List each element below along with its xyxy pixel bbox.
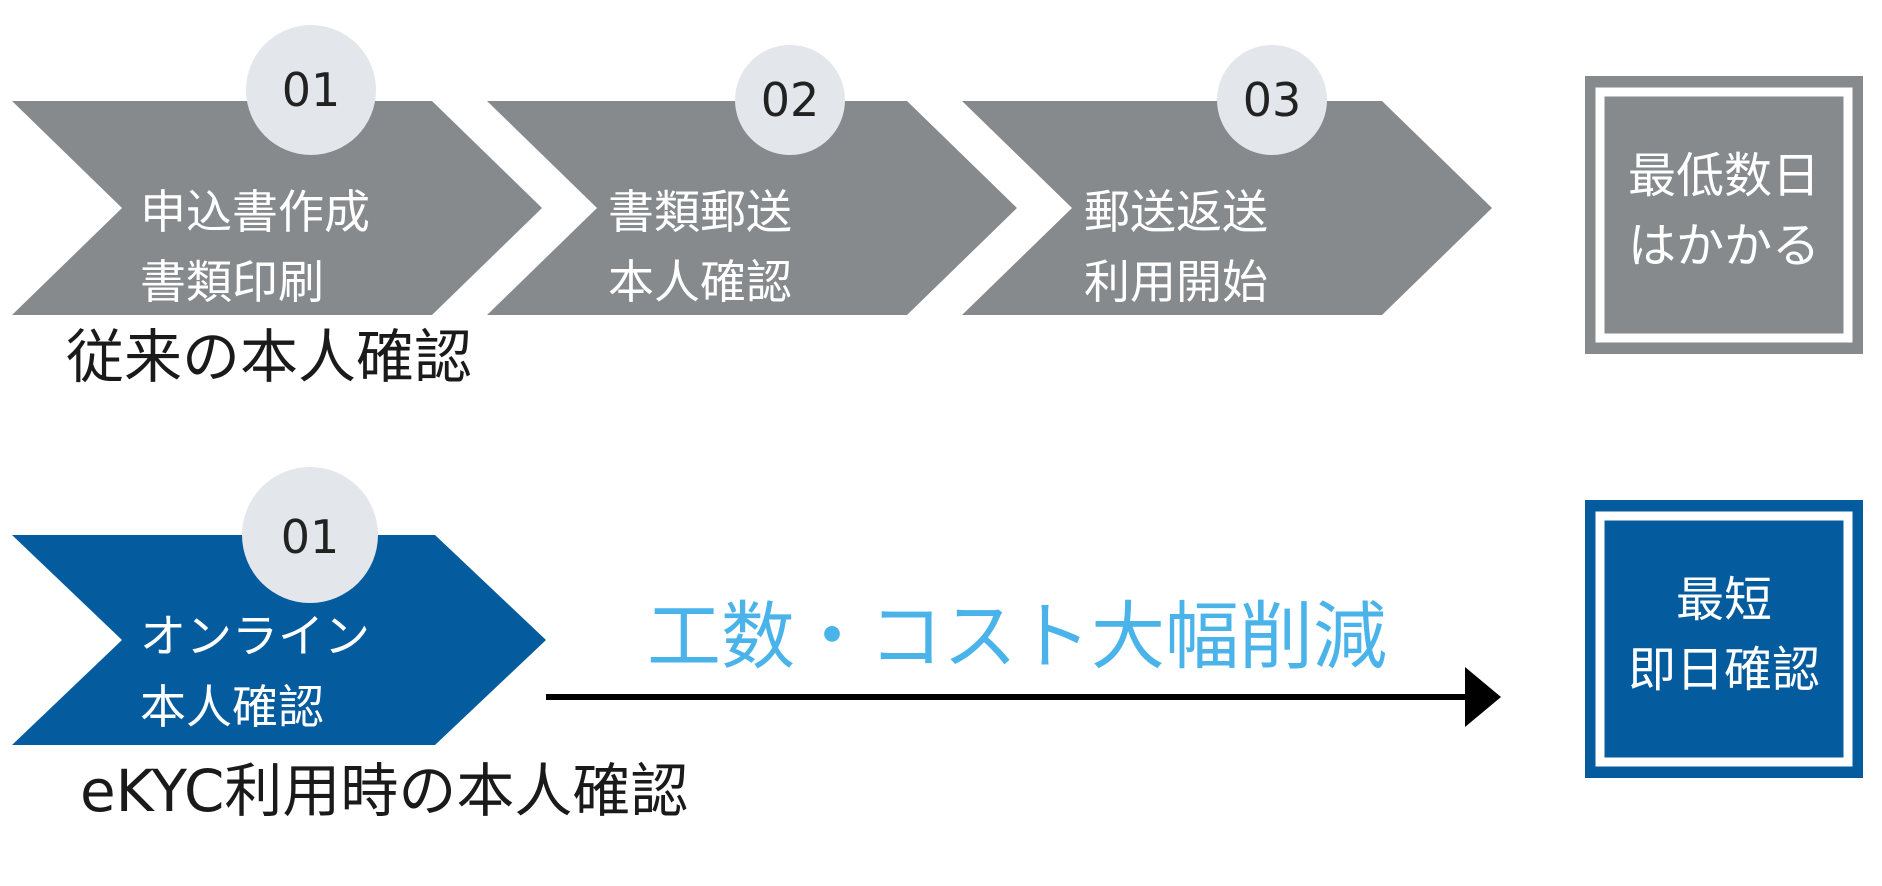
- legacy-step-3-number-badge: [1217, 45, 1327, 155]
- ekyc-flow: 01 オンライン 本人確認 工数・コスト大幅削減 eKYC利用時の本人確認 最短…: [12, 467, 1863, 825]
- legacy-step-3: 03 郵送返送 利用開始: [962, 45, 1492, 315]
- ekyc-result-outer: [1585, 500, 1863, 778]
- ekyc-step-1-number-badge: [242, 467, 378, 603]
- ekyc-step-1-number: 01: [281, 510, 340, 564]
- legacy-step-2-chevron: [487, 101, 1017, 315]
- legacy-step-3-number: 03: [1243, 73, 1302, 127]
- legacy-step-2-number-badge: [735, 45, 845, 155]
- ekyc-step-1-chevron: [12, 535, 546, 745]
- legacy-step-2-line1: 書類郵送: [608, 185, 792, 239]
- legacy-result-outer: [1585, 76, 1863, 354]
- legacy-result-line1: 最低数日: [1628, 148, 1820, 204]
- legacy-result-line2: はかかる: [1628, 218, 1820, 274]
- ekyc-step-1-line1: オンライン: [140, 609, 370, 663]
- legacy-step-2: 02 書類郵送 本人確認: [487, 45, 1017, 315]
- ekyc-result-box: 最短 即日確認: [1585, 500, 1863, 778]
- legacy-step-3-line2: 利用開始: [1084, 255, 1268, 309]
- legacy-result-inner-frame: [1595, 87, 1853, 343]
- legacy-step-1-chevron: [12, 101, 542, 315]
- legacy-result-box: 最低数日 はかかる: [1585, 76, 1863, 354]
- legacy-flow: 01 申込書作成 書類印刷 02 書類郵送 本人確認 03 郵送返送 利用開始 …: [12, 25, 1863, 391]
- ekyc-step-1: 01 オンライン 本人確認: [12, 467, 546, 745]
- ekyc-result-line1: 最短: [1676, 572, 1772, 628]
- ekyc-result-line2: 即日確認: [1628, 642, 1820, 698]
- legacy-step-1: 01 申込書作成 書類印刷: [12, 25, 542, 315]
- legacy-step-1-number: 01: [282, 63, 341, 117]
- legacy-row-label: 従来の本人確認: [66, 323, 472, 391]
- legacy-step-2-line2: 本人確認: [608, 255, 792, 309]
- legacy-step-1-line1: 申込書作成: [140, 185, 370, 239]
- ekyc-benefit-text: 工数・コスト大幅削減: [647, 594, 1387, 680]
- legacy-step-1-line2: 書類印刷: [140, 255, 324, 309]
- legacy-step-1-number-badge: [246, 25, 376, 155]
- ekyc-step-1-line2: 本人確認: [140, 680, 324, 734]
- ekyc-result-inner-frame: [1595, 511, 1853, 767]
- legacy-step-3-line1: 郵送返送: [1084, 185, 1268, 239]
- legacy-step-2-number: 02: [761, 73, 820, 127]
- legacy-step-3-chevron: [962, 101, 1492, 315]
- ekyc-row-label: eKYC利用時の本人確認: [80, 757, 688, 825]
